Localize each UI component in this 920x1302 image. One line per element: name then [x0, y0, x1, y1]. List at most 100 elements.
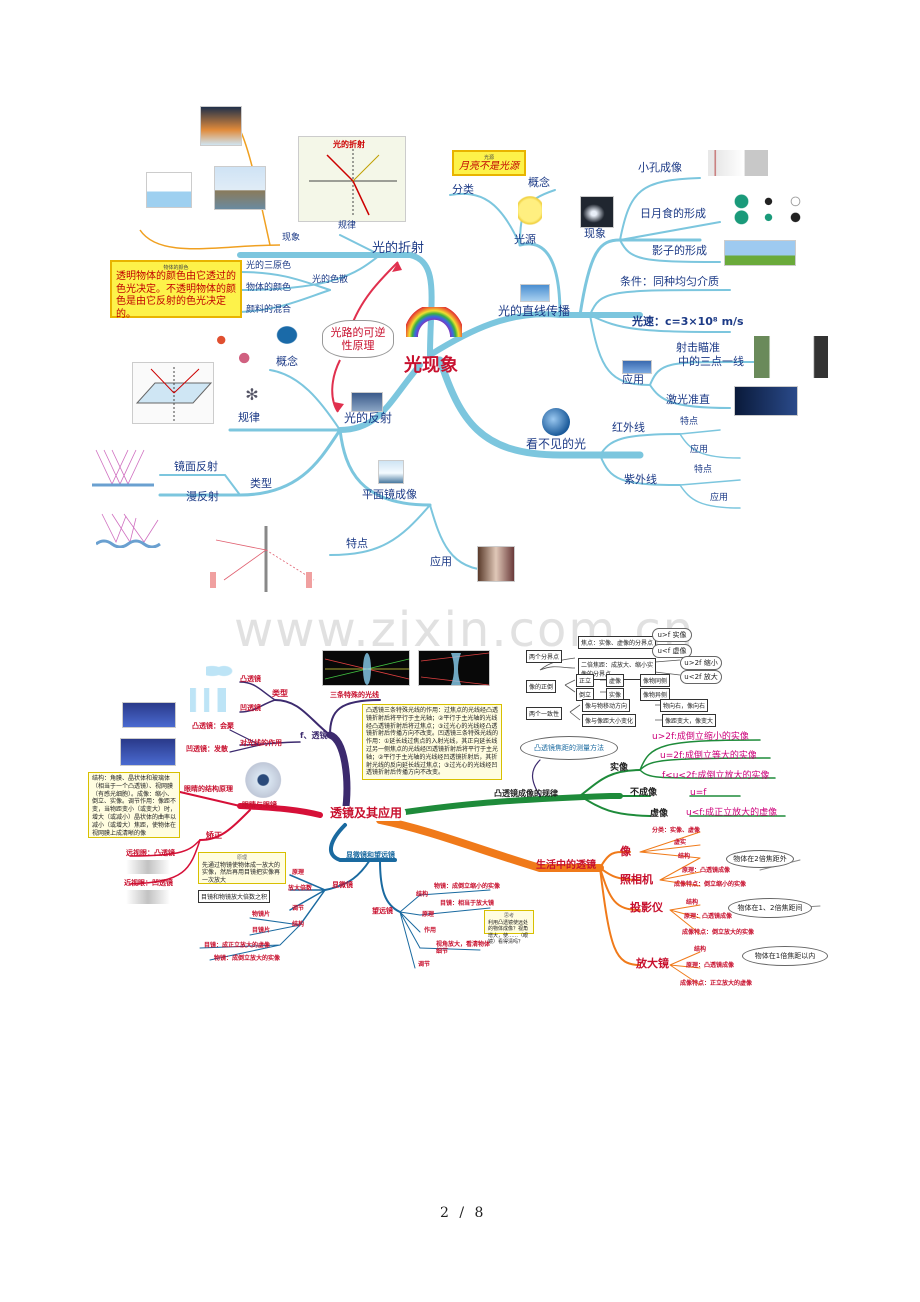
refraction-diagram: 光的折射	[298, 136, 406, 222]
real-item-1: u>2f:成倒立缩小的实像	[652, 732, 749, 742]
u-virtual-bubble: u<f 虚像	[652, 644, 692, 658]
infrared-label: 红外线	[612, 421, 645, 434]
real-item-2: u=2f:成倒立等大的实像	[660, 751, 757, 761]
diffuse-reflection: 漫反射	[186, 490, 219, 503]
reversible-principle-text: 光路的可逆性原理	[330, 325, 386, 352]
camera-item-2: 原理：凸透镜成像	[682, 867, 731, 874]
move-direction-value: 物向右，像向右	[660, 699, 709, 712]
tele-effect: 作用	[424, 927, 437, 934]
reflection-law-diagram	[132, 362, 214, 424]
plane-mirror-diagram	[204, 524, 324, 594]
mirror-reflection: 镜面反射	[174, 460, 218, 473]
app-item-1: 射击瞄准	[676, 341, 720, 354]
projector-label: 投影仪	[630, 901, 663, 914]
u-real-text: u>f 实像	[657, 631, 687, 639]
reflection-type: 类型	[250, 477, 272, 490]
two-consistency: 两个一致性	[526, 707, 563, 720]
rainbow-image	[406, 307, 462, 337]
image-orientation: 像的正倒	[526, 680, 557, 693]
convex-lens: 凸透镜	[240, 675, 261, 683]
app-item-2: 中的三点一线	[678, 355, 744, 368]
page-indicator: 2 / 8	[440, 1205, 484, 1221]
camera-note: 物体在2倍焦距外	[733, 855, 787, 863]
projector-item-1: 结构	[686, 899, 699, 906]
iceberg-image	[378, 460, 404, 484]
refraction-diagram-title: 光的折射	[333, 140, 365, 149]
real-item-3: f<u<2f:成倒立放大的实像	[662, 771, 770, 781]
reflection-concept: 概念	[276, 355, 298, 368]
micro-objective-image: 物镜：成倒立放大的实像	[214, 955, 281, 962]
focus-boundary: 焦点：实像、虚像的分界点	[578, 636, 656, 649]
magnifier-note: 物体在1倍焦距以内	[754, 952, 816, 960]
plane-mirror-application: 应用	[430, 555, 452, 568]
magnifier-item-3: 成像特点：正立放大的虚像	[680, 980, 753, 987]
focal-method-text: 凸透镜焦距的测量方法	[534, 744, 604, 752]
dispersion-item-1: 光的三原色	[246, 261, 292, 271]
magnifier-item-1: 结构	[694, 946, 707, 953]
laser-image	[734, 386, 798, 416]
virtual-image-label: 虚像	[650, 809, 669, 819]
convex-lens-shapes	[206, 660, 236, 682]
telescope-think-note: 思考 利用凸透镜使远处的物体成像？视角增大，使……（眼镜）看得清吗？	[484, 910, 534, 945]
airplane-image	[622, 360, 652, 374]
same-side: 像物同侧	[640, 674, 671, 687]
refraction-label: 光的折射	[372, 241, 425, 256]
pinhole-image	[708, 150, 768, 176]
microscope-label: 显微镜	[332, 881, 353, 889]
refraction-law: 规律	[338, 221, 357, 231]
size-change: 像与像距大小变化	[582, 714, 637, 727]
invisible-label: 看不见的光	[526, 437, 587, 451]
phen-item-1: 小孔成像	[638, 161, 682, 174]
eye-structure-note: 结构：角膜、晶状体和玻璃体（相当于一个凸透镜）、视网膜（有感光细胞）。成像：缩小…	[88, 772, 180, 838]
magnifier-item-2: 原理：凸透镜成像	[686, 962, 735, 969]
infrared-application: 应用	[690, 445, 709, 455]
microscope-note-title: 原理	[236, 855, 247, 861]
page-total: 8	[474, 1205, 484, 1221]
life-image-item-3: 结构	[678, 853, 691, 860]
micro-structure: 结构	[292, 921, 305, 928]
infrared-feature: 特点	[680, 417, 699, 427]
plane-mirror-label: 平面镜成像	[362, 488, 417, 501]
correct-label: 矫正	[206, 831, 222, 840]
no-image-item: u=f	[690, 788, 707, 798]
projector-item-2: 原理：凸透镜成像	[684, 913, 733, 920]
magnify-note: 目镜和物镜放大倍数之积	[198, 890, 271, 903]
u-small-bubble: u>2f 缩小	[680, 656, 722, 670]
fishing-image	[214, 166, 266, 210]
object-color-note: 物体的颜色 透明物体的颜色由它透过的色光决定。不透明物体的颜色是由它反射的色光决…	[110, 260, 242, 320]
u-small-text: u>2f 缩小	[684, 659, 718, 667]
tele-objective: 物镜：成倒立缩小的实像	[434, 883, 501, 890]
refraction-phenomenon: 现象	[282, 233, 301, 243]
dispersion-item-2: 物体的颜色	[246, 283, 292, 293]
real-image-label: 实像	[610, 763, 629, 773]
refraction-glass-image	[200, 106, 242, 146]
microscope-note-text: 先通过物镜使物体成一放大的实像，然后再用目镜把实像再一次放大	[202, 861, 281, 885]
farsighted-diagram	[126, 860, 170, 874]
aiming-image	[754, 336, 828, 378]
phen-item-2: 日月食的形成	[640, 207, 706, 220]
farsighted-label: 远视眼：凸透镜	[126, 849, 175, 857]
tele-structure: 结构	[416, 891, 429, 898]
camera-note-bubble: 物体在2倍焦距外	[726, 850, 794, 868]
plane-mirror-feature: 特点	[346, 537, 368, 550]
diffuse-reflection-diagram	[95, 510, 166, 549]
eye-structure-label: 眼睛的结构原理	[184, 785, 233, 793]
micro-adjust: 调节	[292, 905, 305, 912]
rules-label: 凸透镜成像的规律	[494, 789, 558, 798]
three-rays-label: 三条特殊的光线	[330, 691, 379, 699]
speed-label: 光速：c=3×10⁸ m/s	[632, 315, 744, 328]
virtual-label: 虚像	[606, 674, 625, 687]
page-number: 2	[440, 1205, 449, 1221]
classify-label: 分类	[452, 183, 474, 196]
ultraviolet-label: 紫外线	[624, 473, 657, 486]
eye-image	[244, 760, 292, 800]
snowflake-icon: ✻	[245, 385, 259, 404]
source-label: 光源	[514, 233, 536, 246]
convex-effect-image	[122, 702, 176, 728]
life-image: 像	[620, 845, 631, 858]
micro-principle: 原理	[292, 869, 305, 876]
life-lens-label: 生活中的透镜	[536, 860, 596, 871]
magnifier-note-bubble: 物体在1倍焦距以内	[742, 946, 828, 966]
size-change-value: 像距变大，像变大	[662, 714, 717, 727]
